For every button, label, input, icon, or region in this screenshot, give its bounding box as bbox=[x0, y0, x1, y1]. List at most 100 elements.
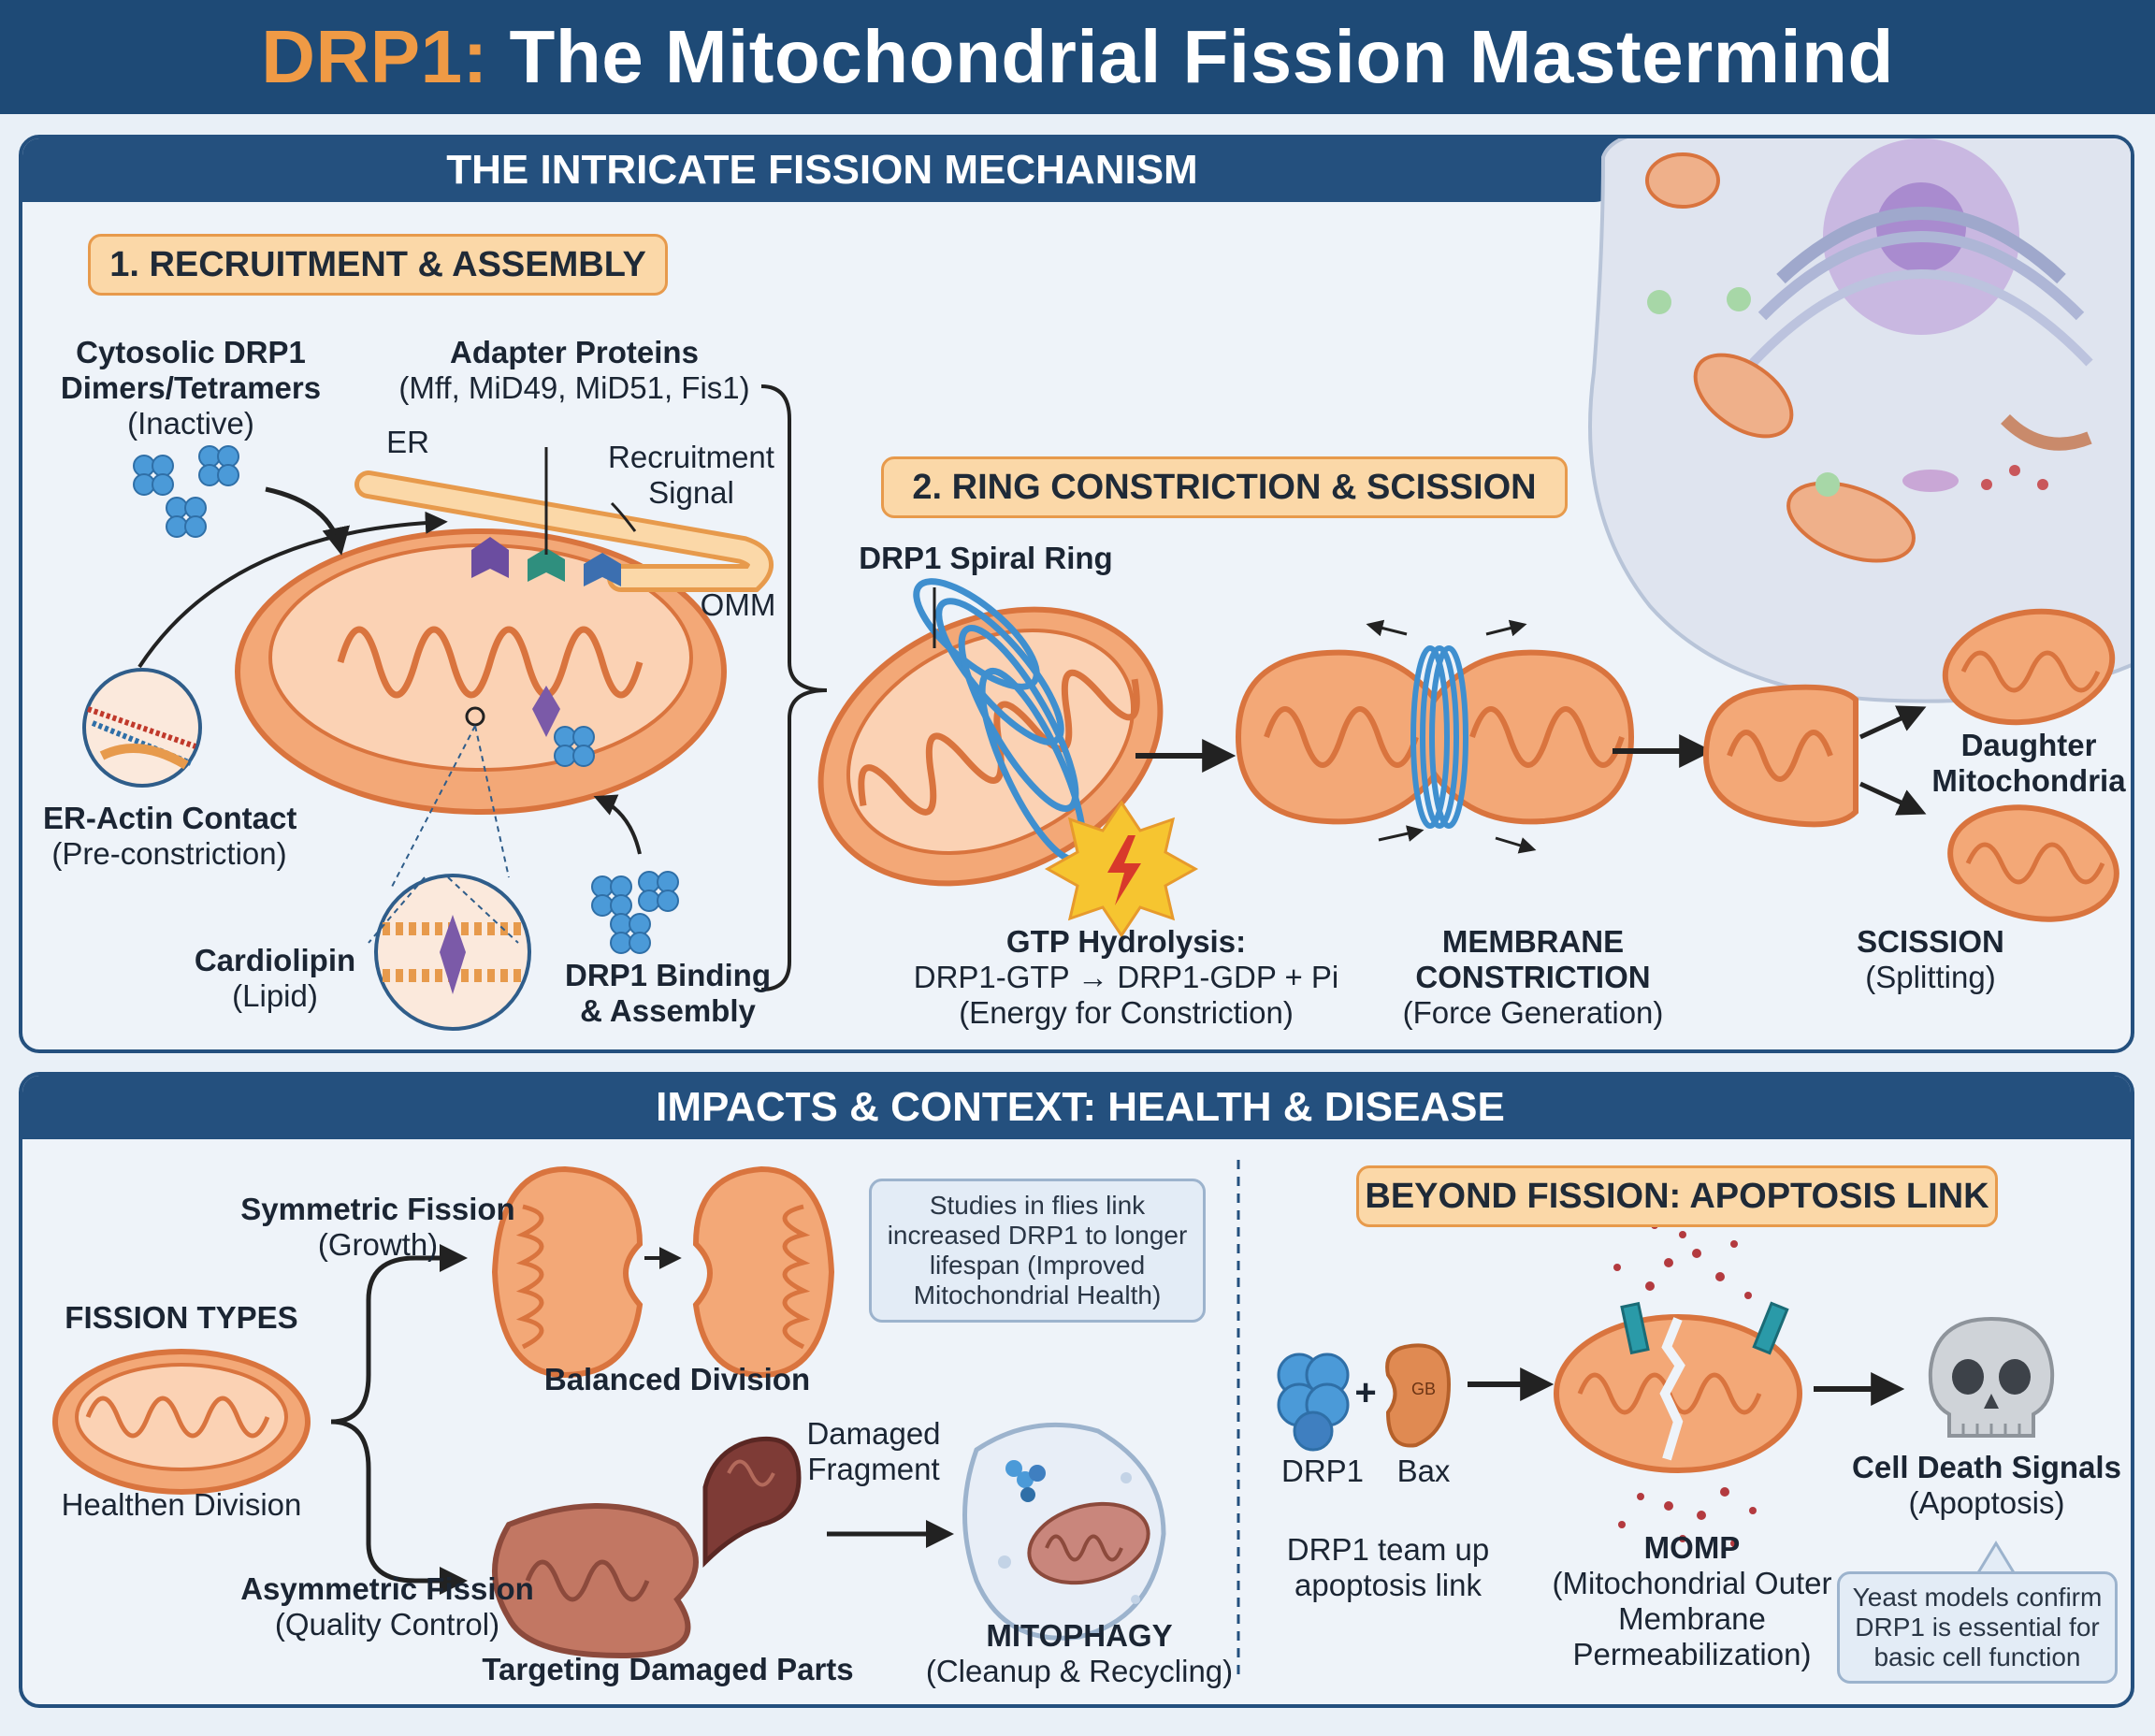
impacts-panel: IMPACTS & CONTEXT: HEALTH & DISEASE bbox=[19, 1072, 2134, 1708]
team-line1: DRP1 team up bbox=[1286, 1532, 1490, 1567]
balanced-left-mitochondrion bbox=[491, 1165, 644, 1379]
lysosome-icon bbox=[962, 1422, 1166, 1641]
recruitment-line2: Signal bbox=[648, 475, 734, 510]
impacts-header: IMPACTS & CONTEXT: HEALTH & DISEASE bbox=[22, 1076, 2131, 1139]
membrane-line3: (Force Generation) bbox=[1402, 995, 1664, 1030]
scission-line2: (Splitting) bbox=[1865, 960, 1996, 994]
adapter-line2: (Mff, MiD49, MiD51, Fis1) bbox=[398, 370, 750, 405]
death-line1: Cell Death Signals bbox=[1852, 1450, 2121, 1484]
bax-icon bbox=[1385, 1343, 1452, 1448]
yeast-line3: basic cell function bbox=[1873, 1642, 2081, 1671]
bax-label: Bax bbox=[1396, 1454, 1451, 1488]
membrane-line1: MEMBRANE bbox=[1441, 924, 1625, 959]
drp1-binding-label: DRP1 Binding & Assembly bbox=[542, 958, 794, 1029]
yeast-models-note: Yeast models confirm DRP1 is essential f… bbox=[1837, 1571, 2118, 1684]
momp-line1: MOMP bbox=[1643, 1530, 1741, 1565]
death-line2: (Apoptosis) bbox=[1908, 1485, 2065, 1520]
cardiolipin-line1: Cardiolipin bbox=[194, 943, 356, 977]
momp-label: MOMP (Mitochondrial Outer Membrane Perme… bbox=[1538, 1530, 1846, 1672]
membrane-constriction-label: MEMBRANE CONSTRICTION (Force Generation) bbox=[1379, 924, 1687, 1031]
mitophagy-label: MITOPHAGY (Cleanup & Recycling) bbox=[911, 1618, 1248, 1689]
recruitment-signal-label: Recruitment Signal bbox=[584, 440, 799, 511]
mechanism-illustration bbox=[82, 138, 2131, 1031]
title-main: The Mitochondrial Fission Mastermind bbox=[487, 15, 1894, 98]
omm-label: OMM bbox=[700, 587, 776, 622]
mitophagy-line2: (Cleanup & Recycling) bbox=[925, 1654, 1234, 1688]
daughter-line1: Daughter bbox=[1960, 728, 2097, 762]
symmetric-line2: (Growth) bbox=[317, 1227, 439, 1262]
daughter-mitochondria-label: Daughter Mitochondria bbox=[1921, 728, 2131, 799]
cytosolic-line3: (Inactive) bbox=[127, 406, 254, 441]
cell-death-label: Cell Death Signals (Apoptosis) bbox=[1846, 1450, 2127, 1521]
cardiolipin-label: Cardiolipin (Lipid) bbox=[163, 943, 387, 1014]
impacts-illustration bbox=[52, 1160, 2055, 1674]
gtp-line3: (Energy for Constriction) bbox=[959, 995, 1294, 1030]
daughter-mitochondrion-top bbox=[1942, 608, 2116, 726]
daughter-mitochondrion-bottom bbox=[1947, 804, 2119, 922]
step2-tag: 2. RING CONSTRICTION & SCISSION bbox=[881, 456, 1568, 518]
gtp-line1: GTP Hydrolysis: bbox=[1005, 924, 1247, 959]
healthen-division-label: Healthen Division bbox=[61, 1487, 302, 1522]
membrane-line2: CONSTRICTION bbox=[1415, 960, 1651, 994]
targeting-damaged-label: Targeting Damaged Parts bbox=[482, 1652, 854, 1686]
step1-tag: 1. RECRUITMENT & ASSEMBLY bbox=[88, 234, 668, 296]
momp-line4: Permeabilization) bbox=[1572, 1637, 1812, 1671]
er-actin-line1: ER-Actin Contact bbox=[43, 801, 297, 835]
lightning-icon bbox=[1044, 800, 1199, 938]
symmetric-line1: Symmetric Fission bbox=[240, 1192, 515, 1226]
damaged-fragment-label: Damaged Fragment bbox=[780, 1416, 967, 1487]
damaged-line1: Damaged bbox=[806, 1416, 941, 1451]
asymmetric-line1: Asymmetric Fission bbox=[240, 1571, 534, 1606]
splitting-mitochondrion bbox=[1702, 684, 1859, 828]
yeast-line1: Yeast models confirm bbox=[1852, 1583, 2103, 1612]
flies-study-note: Studies in flies link increased DRP1 to … bbox=[869, 1179, 1206, 1323]
damaged-mitochondrion bbox=[492, 1436, 802, 1659]
constricting-mitochondrion bbox=[1235, 619, 1635, 854]
damaged-line2: Fragment bbox=[807, 1452, 940, 1486]
scission-line1: SCISSION bbox=[1857, 924, 2004, 959]
cytosolic-line1: Cytosolic DRP1 bbox=[76, 335, 306, 369]
momp-mitochondrion bbox=[1554, 1212, 1802, 1547]
scission-label: SCISSION (Splitting) bbox=[1818, 924, 2043, 995]
title-accent: DRP1: bbox=[261, 15, 488, 98]
binding-line2: & Assembly bbox=[580, 993, 756, 1028]
er-label: ER bbox=[386, 425, 429, 459]
team-line2: apoptosis link bbox=[1294, 1568, 1482, 1602]
apoptosis-tag: BEYOND FISSION: APOPTOSIS LINK bbox=[1356, 1165, 1998, 1227]
recruitment-line1: Recruitment bbox=[608, 440, 774, 474]
mechanism-panel: THE INTRICATE FISSION MECHANISM bbox=[19, 135, 2134, 1053]
mechanism-header: THE INTRICATE FISSION MECHANISM bbox=[22, 138, 1622, 202]
yeast-line2: DRP1 is essential for bbox=[1855, 1613, 2100, 1642]
page-title: DRP1: The Mitochondrial Fission Mastermi… bbox=[261, 14, 1894, 100]
mitochondrion-icon bbox=[235, 528, 727, 815]
cell-icon bbox=[1588, 138, 2131, 703]
gtp-hydrolysis-label: GTP Hydrolysis: DRP1-GTP → DRP1-GDP + Pi… bbox=[911, 924, 1341, 1031]
cardiolipin-line2: (Lipid) bbox=[232, 978, 318, 1013]
asymmetric-line2: (Quality Control) bbox=[274, 1607, 500, 1642]
daughter-line2: Mitochondria bbox=[1931, 763, 2126, 798]
plus-sign: + bbox=[1354, 1372, 1377, 1413]
bax-glyph: GB bbox=[1410, 1380, 1436, 1398]
flies-line2: increased DRP1 to longer bbox=[887, 1221, 1188, 1250]
flies-line4: Mitochondrial Health) bbox=[913, 1280, 1162, 1309]
symmetric-fission-label: Symmetric Fission (Growth) bbox=[238, 1192, 518, 1263]
adapter-proteins-label: Adapter Proteins (Mff, MiD49, MiD51, Fis… bbox=[378, 335, 771, 406]
gtp-line2: DRP1-GTP → DRP1-GDP + Pi bbox=[913, 960, 1339, 994]
cytosolic-drp1-label: Cytosolic DRP1 Dimers/Tetramers (Inactiv… bbox=[51, 335, 331, 441]
binding-line1: DRP1 Binding bbox=[565, 958, 771, 992]
team-up-label: DRP1 team up apoptosis link bbox=[1266, 1532, 1510, 1603]
cytosolic-line2: Dimers/Tetramers bbox=[60, 370, 322, 405]
er-actin-line2: (Pre-constriction) bbox=[51, 836, 287, 871]
fission-types-label: FISSION TYPES bbox=[65, 1300, 298, 1335]
momp-line2: (Mitochondrial Outer bbox=[1552, 1566, 1832, 1600]
asymmetric-fission-label: Asymmetric Fission (Quality Control) bbox=[238, 1571, 537, 1642]
spiral-ring-label: DRP1 Spiral Ring bbox=[859, 541, 1113, 575]
skull-icon bbox=[1928, 1316, 2055, 1438]
drp1-label: DRP1 bbox=[1280, 1454, 1365, 1488]
flies-line1: Studies in flies link bbox=[929, 1191, 1146, 1220]
adapter-line1: Adapter Proteins bbox=[450, 335, 699, 369]
balanced-right-mitochondrion bbox=[692, 1165, 835, 1379]
er-actin-label: ER-Actin Contact (Pre-constriction) bbox=[43, 801, 296, 872]
balanced-division-label: Balanced Division bbox=[543, 1362, 811, 1396]
